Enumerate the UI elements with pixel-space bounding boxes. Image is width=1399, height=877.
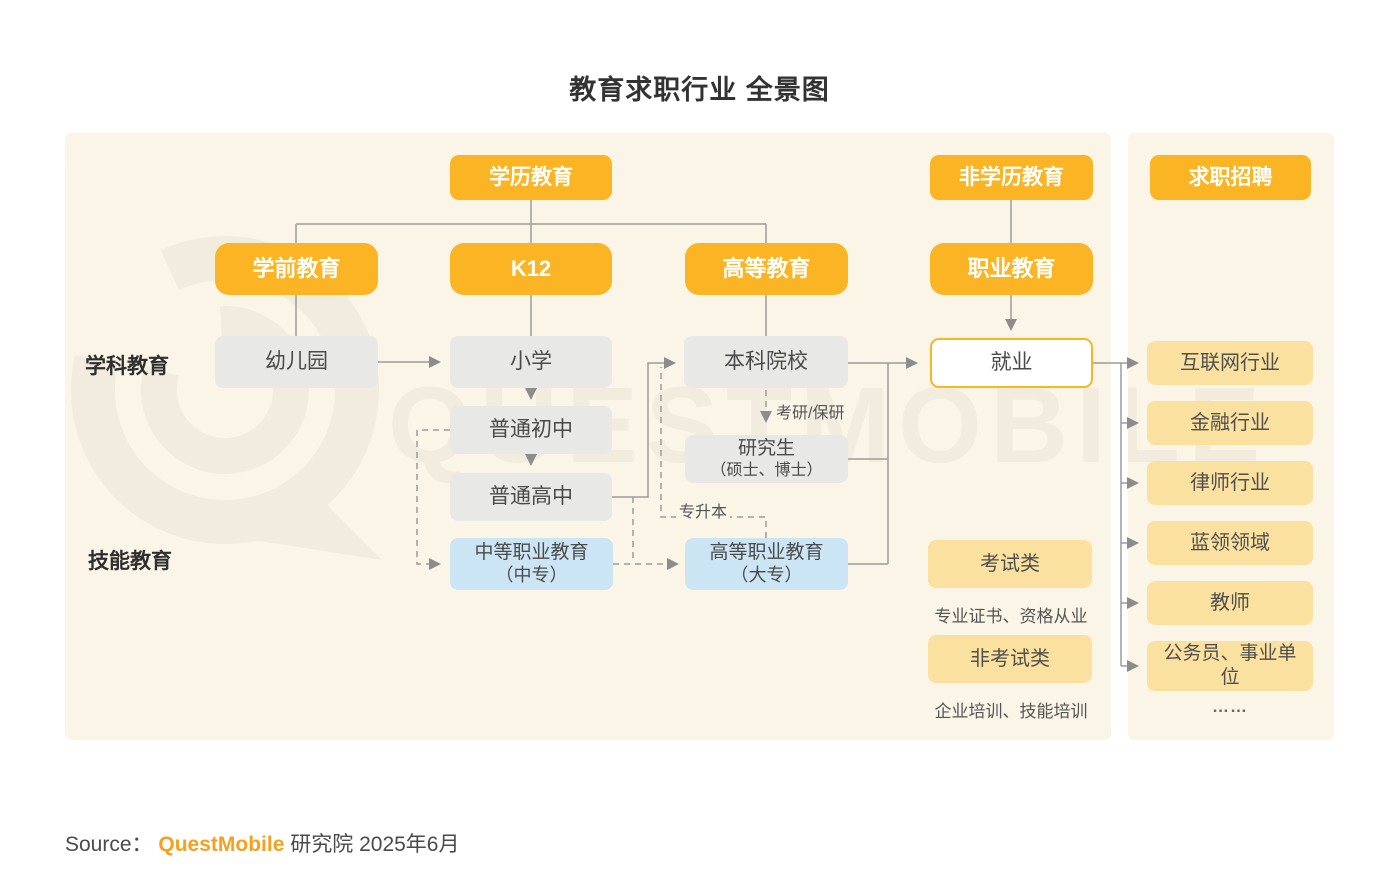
- industry-item-internet: 互联网行业: [1147, 341, 1313, 385]
- label-skill-education: 技能教育: [88, 550, 172, 573]
- node-high-school: 普通高中: [450, 473, 612, 521]
- industry-item-teacher: 教师: [1147, 581, 1313, 625]
- node-degree-education: 学历教育: [450, 155, 612, 200]
- node-k12: K12: [450, 243, 612, 295]
- industry-item-blue-collar: 蓝领领域: [1147, 521, 1313, 565]
- node-exam-category: 考试类: [928, 540, 1092, 588]
- source-line: Source： QuestMobile 研究院 2025年6月: [65, 828, 459, 858]
- node-preschool-education: 学前教育: [215, 243, 378, 295]
- flow-arrows: [378, 295, 1139, 672]
- industry-item-civil-servant: 公务员、事业单位: [1147, 641, 1313, 691]
- node-higher-education: 高等教育: [685, 243, 848, 295]
- node-non-exam-category: 非考试类: [928, 635, 1092, 683]
- node-undergraduate: 本科院校: [684, 336, 848, 388]
- source-suffix: 研究院 2025年6月: [290, 833, 460, 856]
- source-brand: QuestMobile: [158, 833, 285, 856]
- industry-item-lawyer: 律师行业: [1147, 461, 1313, 505]
- node-job-recruiting: 求职招聘: [1150, 155, 1311, 200]
- node-non-degree-education: 非学历教育: [930, 155, 1093, 200]
- node-vocational-education: 职业教育: [930, 243, 1093, 295]
- node-employment: 就业: [930, 338, 1093, 388]
- label-zhuanshengben: 专升本: [676, 498, 731, 522]
- source-label: Source：: [65, 833, 153, 856]
- page-title: 教育求职行业 全景图: [569, 75, 830, 105]
- node-primary-school: 小学: [450, 336, 612, 388]
- industry-item-finance: 金融行业: [1147, 401, 1313, 445]
- dashed-arrows: [416, 390, 772, 570]
- caption-non-exam-category: 企业培训、技能培训: [934, 702, 1088, 721]
- caption-exam-category: 专业证书、资格从业: [934, 607, 1088, 626]
- node-higher-vocational: 高等职业教育 （大专）: [685, 538, 848, 590]
- industry-more-dots: ……: [1212, 697, 1248, 716]
- node-kindergarten: 幼儿园: [215, 336, 378, 388]
- node-secondary-vocational: 中等职业教育 （中专）: [450, 538, 613, 590]
- tree-connectors: [295, 200, 1122, 666]
- zhuanshengben-dashed-path: [632, 367, 767, 562]
- label-subject-education: 学科教育: [85, 355, 169, 378]
- node-middle-school: 普通初中: [450, 406, 612, 454]
- node-graduate-school: 研究生 （硕士、博士）: [685, 435, 848, 483]
- label-postgrad-exam: 考研/保研: [776, 405, 845, 422]
